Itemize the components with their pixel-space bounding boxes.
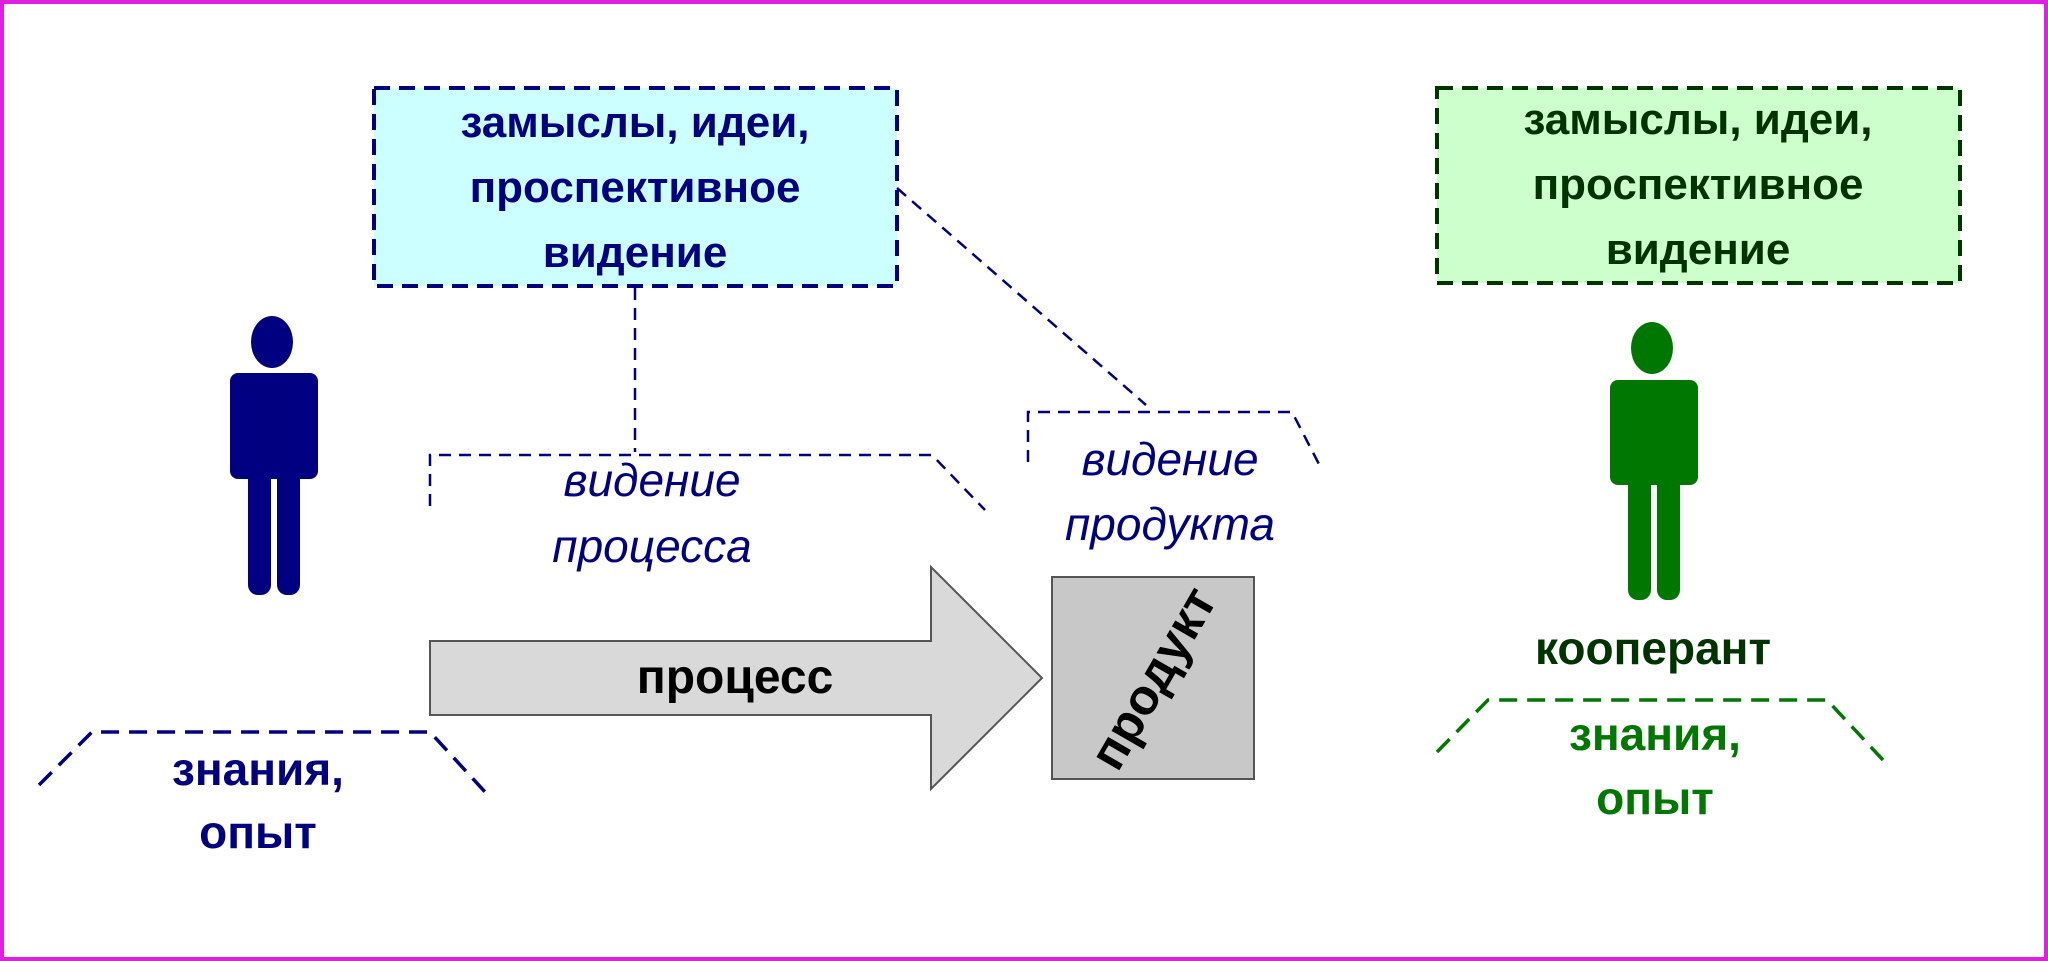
- process-vision-bracket: видение процесса: [428, 453, 986, 572]
- right-person-icon: [1610, 322, 1698, 600]
- left-ideas-box: замыслы, идеи, проспективное видение: [372, 86, 899, 288]
- left-knowledge-line-2: опыт: [199, 806, 317, 858]
- process-arrow-label: процесс: [637, 651, 834, 704]
- process-vision-line-1: видение: [563, 454, 740, 506]
- right-ideas-box-frame: [1435, 86, 1962, 285]
- process-arrow: процесс: [429, 564, 1044, 792]
- left-person-icon: [230, 316, 318, 595]
- right-ideas-line-2: проспективное: [1533, 160, 1864, 209]
- product-vision-line-2: продукта: [1065, 498, 1275, 550]
- right-knowledge-bracket: знания, опыт: [1435, 698, 1885, 824]
- left-ideas-line-3: видение: [543, 228, 728, 277]
- connector-ideas-to-product-vision: [896, 187, 1147, 406]
- product-vision-bracket-line: [1026, 410, 1323, 469]
- right-knowledge-line-2: опыт: [1596, 772, 1714, 824]
- left-ideas-line-1: замыслы, идеи,: [460, 98, 809, 147]
- left-knowledge-bracket-line: [37, 730, 488, 795]
- right-ideas-line-1: замыслы, идеи,: [1523, 95, 1872, 144]
- left-ideas-box-frame: [372, 86, 899, 288]
- right-knowledge-line-1: знания,: [1569, 708, 1741, 760]
- right-knowledge-bracket-line: [1435, 698, 1885, 762]
- process-vision-line-2: процесса: [552, 520, 751, 572]
- product-box-frame: [1051, 576, 1255, 780]
- right-ideas-line-3: видение: [1606, 225, 1791, 274]
- left-knowledge-line-1: знания,: [172, 743, 344, 795]
- right-ideas-box: замыслы, идеи, проспективное видение: [1435, 86, 1962, 285]
- product-vision-bracket: видение продукта: [1026, 410, 1323, 550]
- process-arrow-shape: [429, 564, 1044, 792]
- process-vision-bracket-line: [428, 453, 986, 511]
- right-actor-name: кооперант: [1535, 622, 1771, 674]
- product-vision-line-1: видение: [1081, 433, 1258, 485]
- product-box: продукт: [1051, 576, 1255, 780]
- left-knowledge-bracket: знания, опыт: [37, 730, 488, 858]
- left-ideas-line-2: проспективное: [470, 163, 801, 212]
